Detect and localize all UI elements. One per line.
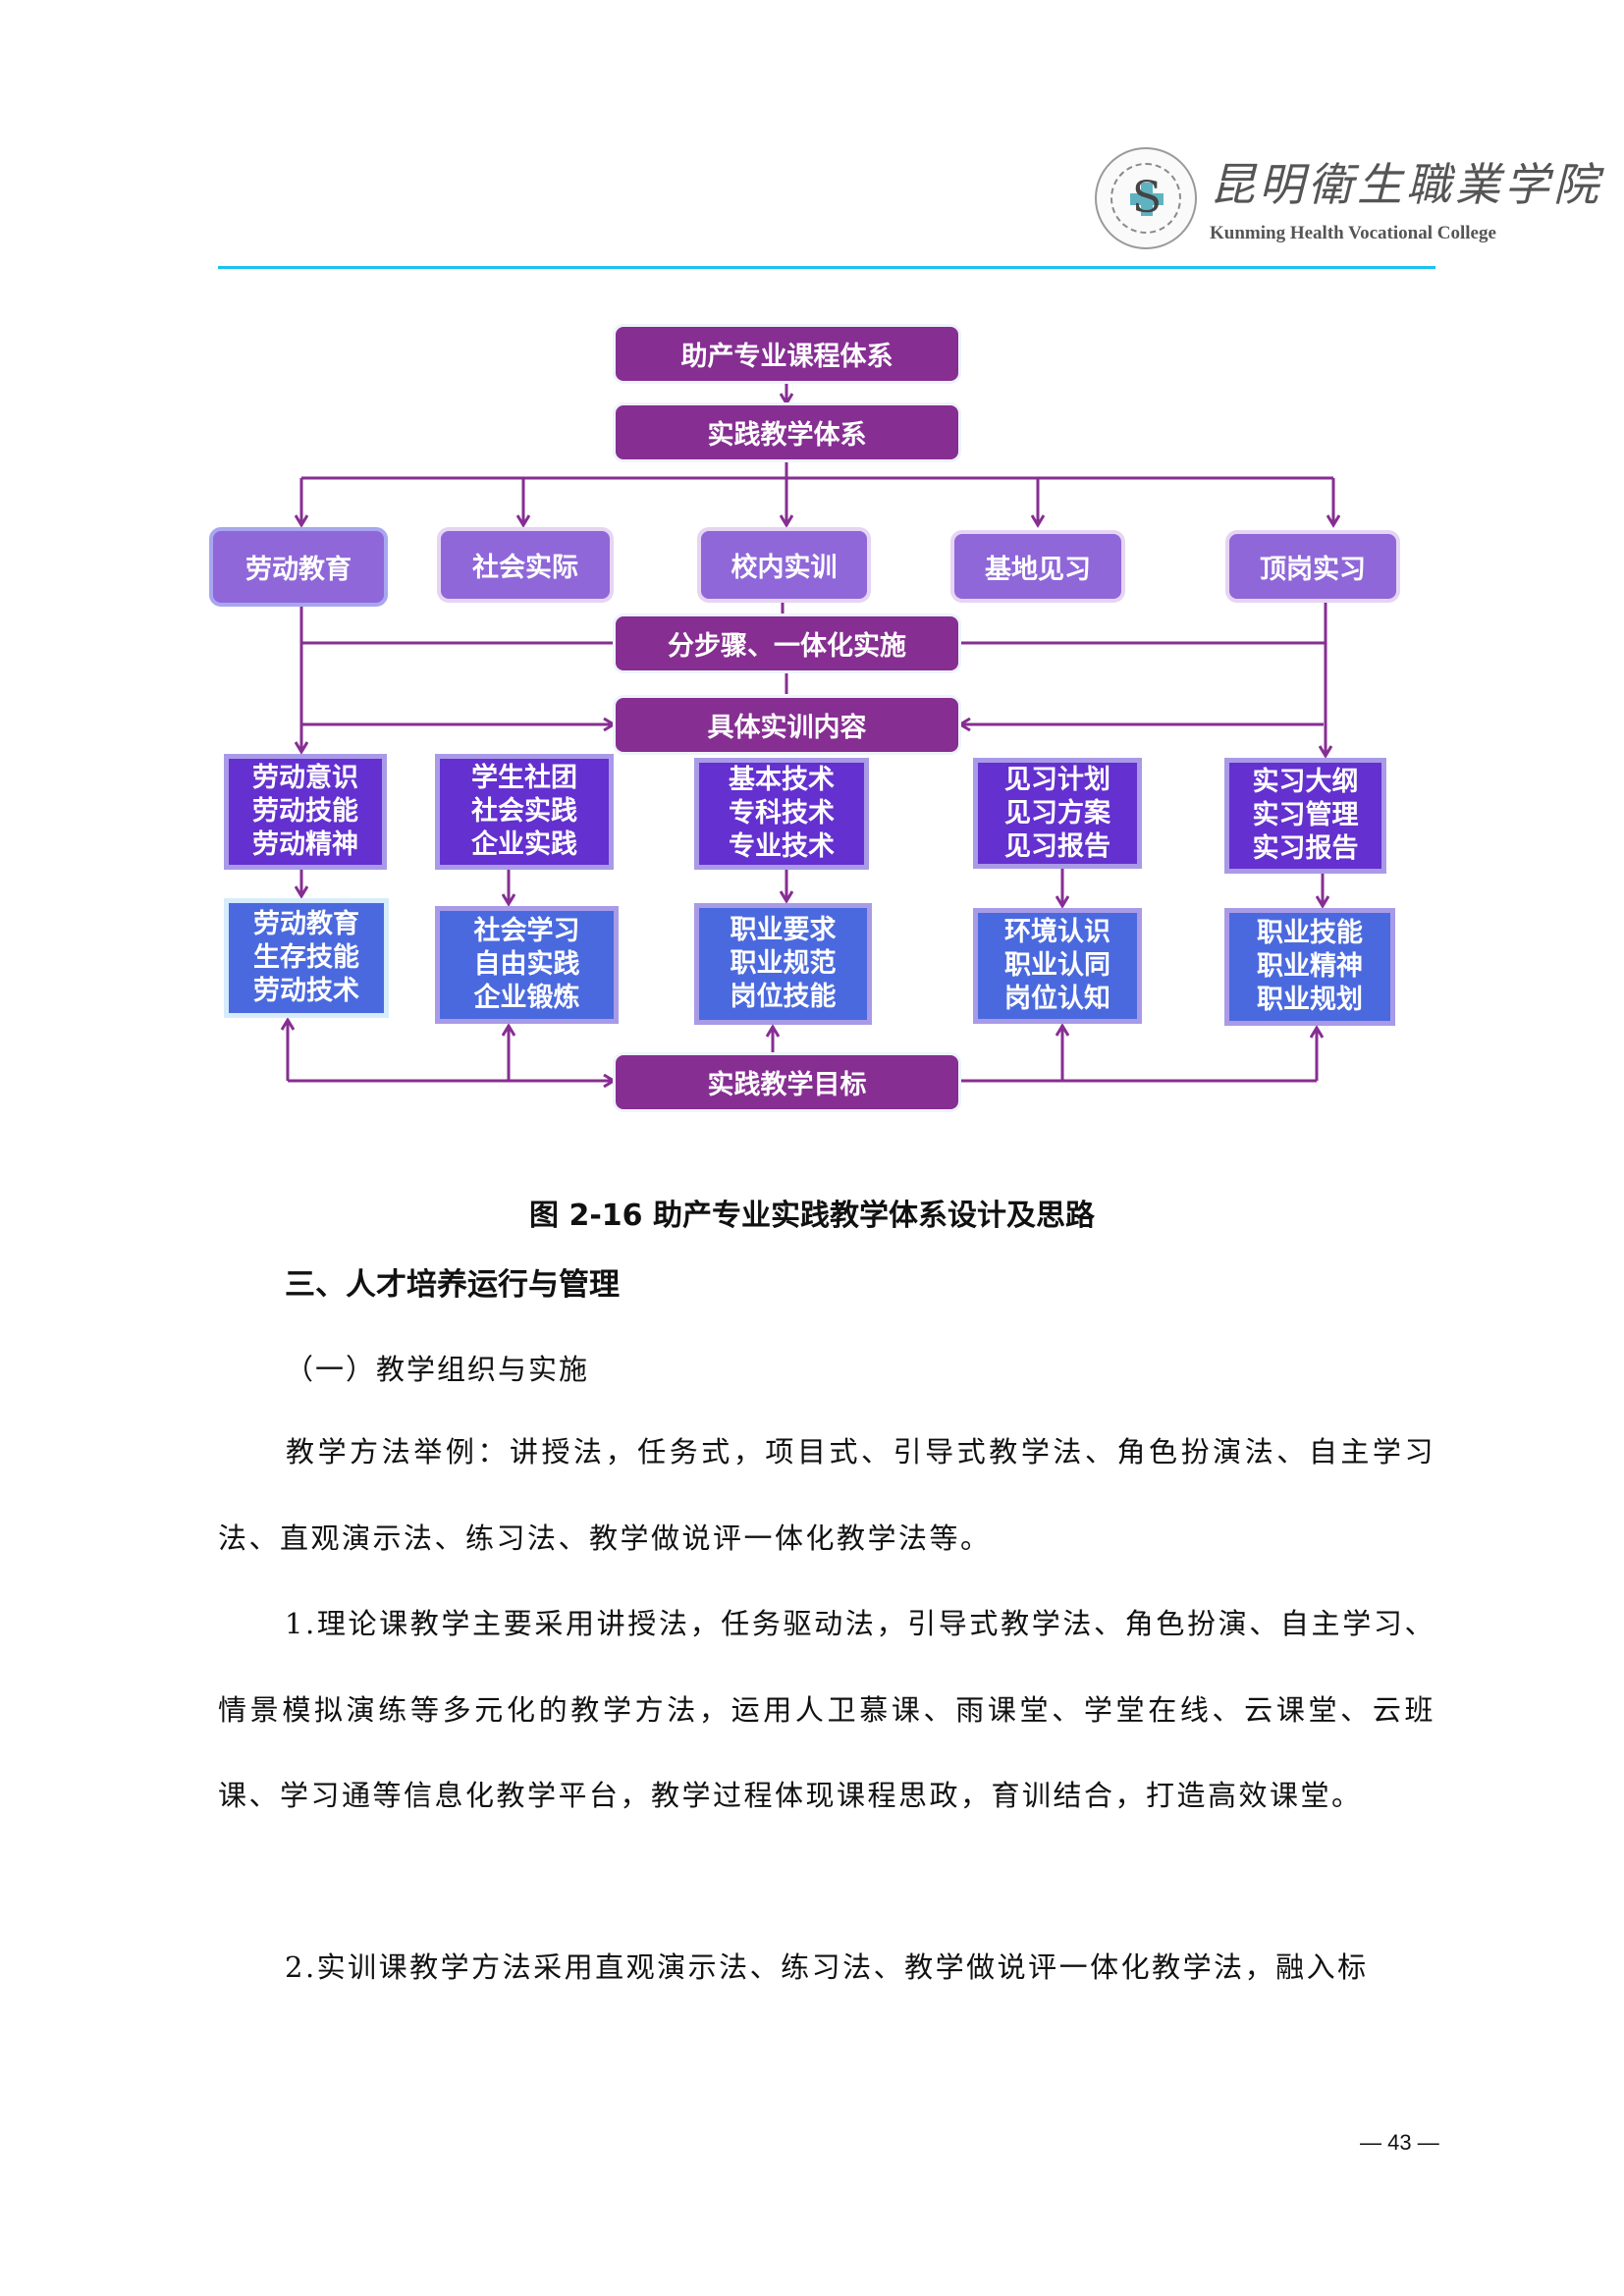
outcome-line: 岗位认知 (1004, 984, 1110, 1014)
detail-line: 见习报告 (1004, 830, 1110, 862)
detail-line: 劳动精神 (252, 829, 358, 860)
outcome-box: 环境认识 职业认同 岗位认知 (973, 908, 1142, 1024)
college-seal-icon: S (1095, 147, 1197, 249)
detail-box: 实习大纲 实习管理 实习报告 (1224, 758, 1386, 874)
detail-box: 基本技术 专科技术 专业技术 (694, 758, 869, 870)
figure-caption: 图 2-16 助产专业实践教学体系设计及思路 (529, 1199, 1095, 1233)
outcome-line: 自由实践 (473, 949, 580, 980)
seal-snake-glyph: S (1132, 173, 1163, 223)
category-label: 社会实际 (472, 553, 578, 583)
outcome-box: 职业要求 职业规范 岗位技能 (694, 903, 872, 1025)
detail-line: 劳动意识 (252, 763, 358, 793)
paragraph-text: 教学方法举例：讲授法，任务式，项目式、引导式教学法、角色扮演法、自主学习法、直观… (218, 1435, 1435, 1555)
training-content-label: 具体实训内容 (707, 713, 867, 743)
detail-line: 企业实践 (471, 829, 577, 860)
outcome-line: 企业锻炼 (473, 983, 580, 1013)
training-content-box: 具体实训内容 (616, 698, 958, 752)
outcome-line: 职业技能 (1257, 918, 1363, 948)
detail-line: 专科技术 (729, 798, 835, 828)
stepwise-implementation-box: 分步骤、一体化实施 (616, 616, 958, 670)
category-box: 劳动教育 (209, 527, 388, 607)
detail-line: 基本技术 (729, 765, 835, 795)
course-system-label: 助产专业课程体系 (680, 342, 893, 372)
paragraph-text: 1.理论课教学主要采用讲授法，任务驱动法，引导式教学法、角色扮演、自主学习、情景… (218, 1607, 1435, 1812)
detail-line: 社会实践 (471, 796, 577, 827)
outcome-line: 社会学习 (473, 916, 580, 946)
section-heading: 三、人才培养运行与管理 (285, 1267, 620, 1303)
outcome-box: 劳动教育 生存技能 劳动技术 (224, 898, 389, 1018)
practice-goal-label: 实践教学目标 (707, 1070, 867, 1100)
outcome-line: 劳动教育 (253, 909, 359, 939)
outcome-box: 职业技能 职业精神 职业规划 (1224, 908, 1395, 1026)
category-label: 劳动教育 (245, 555, 352, 585)
seal-cross-horizontal (1130, 193, 1164, 205)
detail-line: 见习计划 (1004, 764, 1110, 795)
college-name-en: Kunming Health Vocational College (1210, 223, 1496, 243)
detail-line: 实习大纲 (1252, 767, 1359, 797)
detail-box: 劳动意识 劳动技能 劳动精神 (224, 754, 387, 870)
category-box: 社会实际 (437, 527, 614, 603)
outcome-line: 职业精神 (1257, 951, 1363, 982)
diagram-connectors (0, 381, 1624, 1139)
outcome-line: 职业规划 (1257, 985, 1363, 1015)
detail-line: 实习报告 (1252, 833, 1359, 864)
practice-system-box: 实践教学体系 (616, 405, 958, 459)
detail-line: 学生社团 (471, 763, 577, 793)
outcome-line: 岗位技能 (730, 982, 837, 1012)
category-label: 校内实训 (731, 553, 838, 583)
outcome-line: 环境认识 (1004, 917, 1110, 947)
practice-teaching-diagram: 助产专业课程体系 实践教学体系 劳动教育 社会实际 校内实训 基地见习 顶岗实习… (0, 0, 1624, 1139)
paragraph: 教学方法举例：讲授法，任务式，项目式、引导式教学法、角色扮演法、自主学习法、直观… (218, 1410, 1435, 1581)
paragraph: 2.实训课教学方法采用直观演示法、练习法、教学做说评一体化教学法，融入标 (218, 1925, 1435, 2011)
category-box: 顶岗实习 (1225, 530, 1400, 603)
detail-box: 见习计划 见习方案 见习报告 (973, 758, 1142, 869)
category-box: 校内实训 (697, 527, 871, 603)
detail-line: 见习方案 (1004, 797, 1110, 828)
detail-line: 专业技术 (729, 831, 835, 862)
category-label: 基地见习 (985, 554, 1091, 585)
outcome-line: 劳动技术 (253, 976, 359, 1006)
outcome-line: 职业要求 (730, 915, 837, 945)
header-rule (218, 266, 1435, 269)
detail-line: 实习管理 (1252, 800, 1359, 830)
course-system-box: 助产专业课程体系 (616, 327, 958, 381)
outcome-line: 职业规范 (730, 948, 837, 979)
practice-system-label: 实践教学体系 (707, 420, 867, 451)
practice-goal-box: 实践教学目标 (616, 1055, 958, 1109)
outcome-line: 生存技能 (253, 942, 359, 973)
detail-box: 学生社团 社会实践 企业实践 (435, 754, 614, 870)
page-number: — 43 — (1360, 2130, 1439, 2155)
subsection-heading: （一）教学组织与实施 (285, 1353, 590, 1386)
detail-line: 劳动技能 (252, 796, 358, 827)
college-name-cn: 昆明衛生職業学院 (1210, 158, 1602, 211)
outcome-box: 社会学习 自由实践 企业锻炼 (435, 906, 619, 1024)
category-label: 顶岗实习 (1260, 554, 1366, 585)
paragraph-text: 2.实训课教学方法采用直观演示法、练习法、教学做说评一体化教学法，融入标 (285, 1950, 1369, 1984)
category-box: 基地见习 (950, 530, 1125, 603)
paragraph: 1.理论课教学主要采用讲授法，任务驱动法，引导式教学法、角色扮演、自主学习、情景… (218, 1581, 1435, 1840)
seal-ring (1110, 163, 1181, 234)
stepwise-label: 分步骤、一体化实施 (668, 631, 906, 662)
outcome-line: 职业认同 (1004, 950, 1110, 981)
